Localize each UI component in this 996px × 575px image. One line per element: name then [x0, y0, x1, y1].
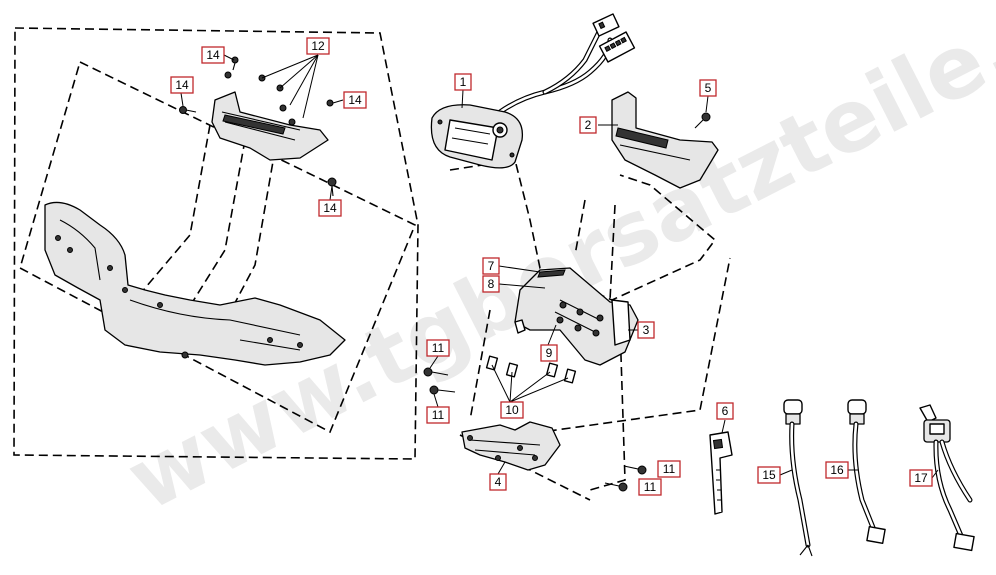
svg-text:16: 16: [830, 463, 844, 477]
callout-14-c: 14: [343, 91, 367, 109]
callout-6: 6: [716, 402, 734, 420]
left-group-frame: [13, 27, 419, 460]
svg-text:14: 14: [175, 78, 189, 92]
callout-16: 16: [825, 461, 849, 479]
svg-text:8: 8: [488, 277, 495, 291]
svg-text:14: 14: [323, 201, 337, 215]
dashboard-harness: [497, 13, 636, 115]
svg-text:5: 5: [705, 81, 712, 95]
svg-text:7: 7: [488, 259, 495, 273]
svg-text:10: 10: [505, 403, 519, 417]
upper-bracket-part-2: [611, 91, 719, 189]
svg-text:15: 15: [762, 468, 776, 482]
left-cowl-holes: [55, 235, 303, 359]
dashboard-cluster: [430, 104, 524, 169]
svg-text:1: 1: [460, 75, 467, 89]
bolts-part-11: [423, 367, 647, 492]
switch-part-16: [847, 399, 886, 544]
callout-5: 5: [699, 79, 717, 97]
callout-17: 17: [909, 469, 933, 487]
svg-text:11: 11: [663, 462, 676, 476]
callout-11-c: 11: [657, 460, 681, 478]
left-leaders: [180, 54, 344, 201]
callout-14-b: 14: [170, 76, 194, 94]
callout-2: 2: [579, 116, 597, 134]
cable-tie-part-6: [709, 431, 733, 515]
callout-10: 10: [500, 401, 524, 419]
switch-part-17: [919, 404, 975, 552]
callout-15: 15: [757, 466, 781, 484]
svg-text:11: 11: [432, 408, 445, 422]
callout-14-a: 14: [201, 46, 225, 64]
callout-3: 3: [637, 321, 655, 339]
callout-8: 8: [482, 275, 500, 293]
callout-11-b: 11: [426, 406, 450, 424]
svg-text:14: 14: [348, 93, 362, 107]
lower-bracket-part-4: [461, 421, 561, 471]
callout-11-a: 11: [426, 339, 450, 357]
svg-text:3: 3: [643, 323, 650, 337]
callout-11-d: 11: [638, 478, 662, 496]
callout-9: 9: [540, 344, 558, 362]
svg-text:11: 11: [644, 480, 657, 494]
svg-text:17: 17: [914, 471, 928, 485]
callout-12: 12: [306, 37, 330, 55]
center-leaders: [429, 89, 939, 479]
callout-7: 7: [482, 257, 500, 275]
mid-bracket-assembly: [514, 267, 639, 366]
svg-text:12: 12: [311, 39, 325, 53]
bolts-part-10: [485, 355, 577, 384]
callout-4: 4: [489, 473, 507, 491]
callout-labels: 14 12 14 14 14 1 2 5 7 8 3 9 11 10 11 4 …: [170, 37, 933, 496]
callout-1: 1: [454, 73, 472, 91]
callout-14-d: 14: [318, 199, 342, 217]
left-lower-cowl: [44, 201, 346, 366]
svg-text:11: 11: [432, 341, 445, 355]
svg-text:14: 14: [206, 48, 220, 62]
svg-text:6: 6: [722, 404, 729, 418]
svg-text:2: 2: [585, 118, 592, 132]
svg-text:4: 4: [495, 475, 502, 489]
screw-part-5: [694, 112, 711, 129]
svg-text:9: 9: [546, 346, 553, 360]
switch-part-15: [783, 399, 813, 557]
